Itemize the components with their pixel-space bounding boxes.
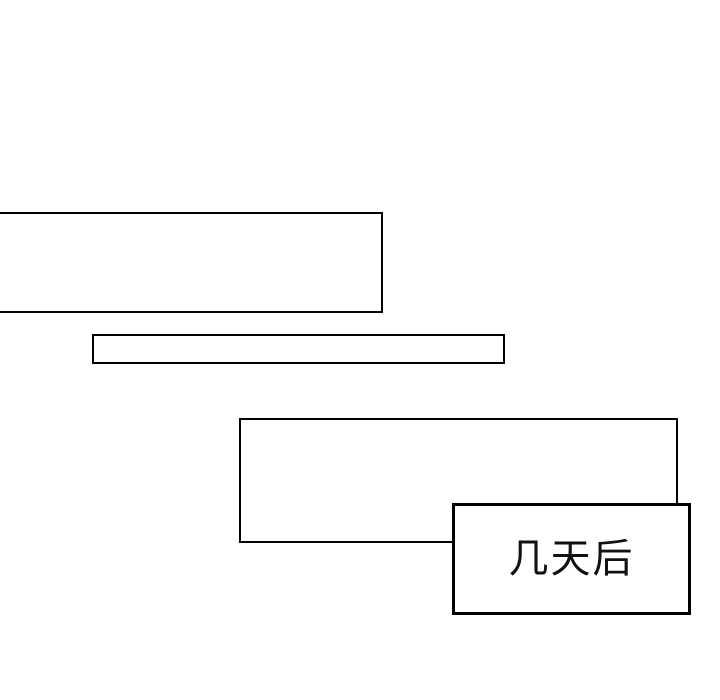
caption-bubble-time-skip[interactable]: 几天后 [452, 503, 691, 615]
speech-bubble-2[interactable] [92, 334, 505, 364]
caption-bubble-time-skip-text: 几天后 [508, 536, 635, 582]
speech-bubble-1[interactable] [0, 212, 383, 313]
